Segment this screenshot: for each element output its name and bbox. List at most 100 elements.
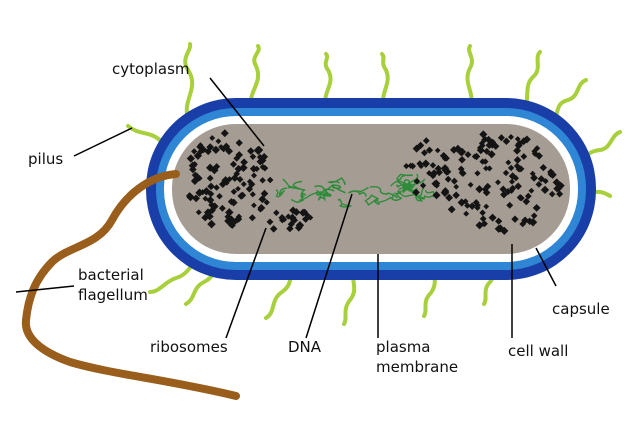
ribosome: [199, 189, 206, 196]
ribosome: [240, 158, 248, 167]
ribosome: [199, 146, 208, 154]
ribosome: [485, 141, 494, 150]
dna-strand: [415, 187, 426, 202]
dna-strand: [326, 177, 346, 185]
ribosome: [535, 181, 543, 188]
ribosome: [209, 135, 216, 141]
ribosome: [279, 216, 286, 224]
ribosome: [495, 179, 501, 186]
ribosome: [440, 188, 450, 197]
dna-strand: [364, 194, 379, 206]
ribosome: [514, 182, 522, 191]
ribosome: [248, 180, 256, 188]
ribosome: [207, 190, 215, 198]
leader-flagellum: [15, 285, 75, 293]
ribosome: [229, 160, 238, 168]
ribosome: [211, 145, 221, 154]
ribosome: [258, 156, 267, 165]
leader-dna: [305, 193, 353, 339]
ribosome: [206, 143, 215, 152]
ribosome: [481, 186, 489, 193]
leader-cytoplasm: [209, 77, 265, 147]
ribosome: [464, 202, 471, 209]
ribosome: [472, 199, 480, 206]
ribosome: [266, 218, 274, 226]
ribosome: [229, 198, 238, 207]
ribosome: [240, 181, 247, 188]
dna-strand: [373, 193, 395, 205]
ribosome: [186, 154, 195, 163]
ribosome: [235, 139, 243, 147]
dna-strand: [337, 198, 352, 208]
ribosome: [479, 130, 488, 139]
ribosome: [475, 185, 484, 194]
label-cell-wall: cell wall: [508, 342, 569, 360]
ribosome: [185, 192, 194, 200]
ribosome: [483, 203, 490, 210]
ribosome: [505, 159, 512, 166]
ribosome: [426, 170, 433, 177]
ribosome: [479, 209, 486, 217]
ribosome: [502, 137, 511, 146]
ribosome: [238, 191, 247, 199]
ribosome: [192, 194, 200, 203]
ribosome: [191, 161, 198, 168]
dna-strand: [390, 189, 403, 201]
ribosome: [444, 175, 452, 183]
ribosome: [215, 138, 222, 145]
label-ribosomes: ribosomes: [150, 338, 228, 356]
ribosome: [235, 165, 242, 172]
label-dna: DNA: [288, 338, 322, 356]
ribosome: [523, 135, 531, 144]
ribosome: [458, 155, 466, 164]
dna-strand: [369, 185, 398, 199]
ribosome: [191, 171, 199, 179]
dna-strand: [390, 173, 413, 187]
pilus: [380, 52, 390, 108]
pilus: [248, 44, 261, 112]
ribosome: [453, 183, 460, 190]
leader-ribosomes: [225, 227, 267, 339]
ribosome: [488, 213, 497, 222]
ribosome: [251, 202, 257, 209]
ribosome: [519, 220, 527, 228]
ribosome: [230, 174, 239, 182]
ribosome: [472, 152, 481, 161]
ribosome: [530, 212, 538, 220]
ribosome: [412, 144, 421, 153]
ribosome: [522, 197, 531, 206]
ribosome: [500, 226, 509, 236]
ribosome: [487, 150, 496, 159]
ribosome: [412, 188, 420, 197]
ribosome: [514, 136, 521, 142]
ribosome: [235, 185, 241, 192]
ribosome: [413, 178, 421, 185]
ribosome: [225, 147, 234, 155]
ribosome: [517, 165, 525, 173]
ribosome: [202, 195, 209, 202]
ribosome: [418, 163, 424, 170]
leader-lines: [15, 77, 557, 339]
ribosome: [220, 129, 229, 138]
ribosome: [434, 147, 441, 154]
ribosome: [421, 149, 428, 157]
ribosome: [502, 169, 510, 177]
ribosome: [425, 146, 434, 154]
dna-strand: [326, 184, 346, 194]
ribosome: [201, 213, 210, 222]
dna-strand: [315, 192, 326, 202]
ribosome: [193, 151, 203, 160]
ribosome: [458, 150, 465, 157]
leader-pilus: [73, 127, 133, 157]
ribosome: [483, 165, 489, 172]
ribosome: [205, 163, 215, 172]
ribosome: [441, 167, 448, 173]
label-flagellum-line1: bacterial: [78, 266, 144, 284]
ribosome: [247, 147, 255, 155]
ribosome: [497, 134, 505, 142]
label-flagellum-line2: flagellum: [78, 286, 148, 304]
ribosome: [226, 176, 233, 183]
ribosome: [450, 177, 458, 185]
ribosome: [508, 134, 514, 140]
ribosome: [230, 188, 238, 195]
